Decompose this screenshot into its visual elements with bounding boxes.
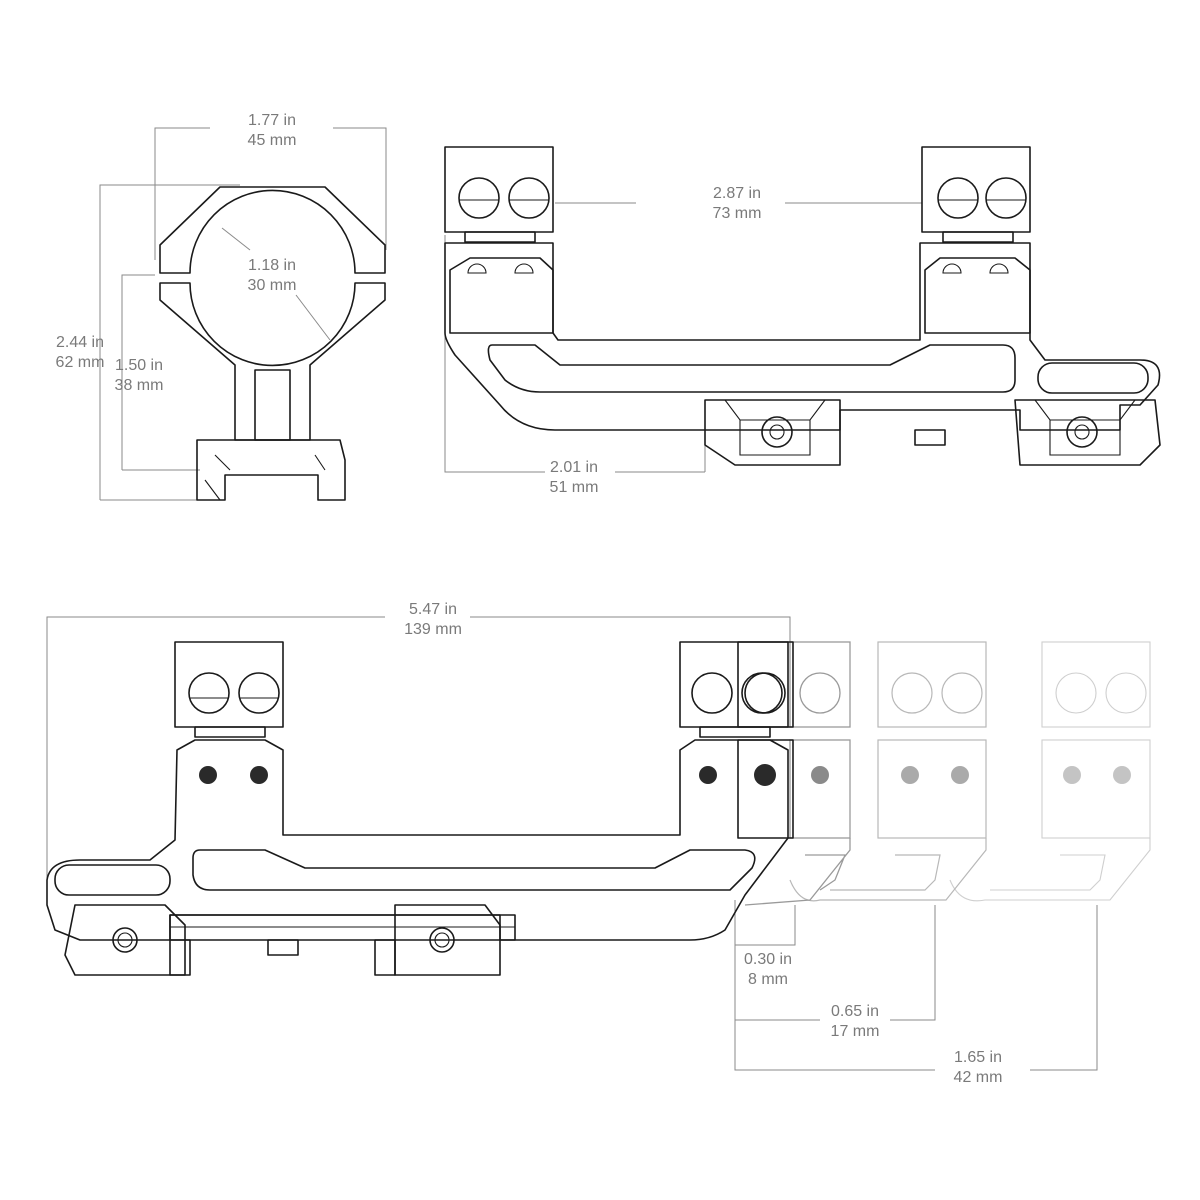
ring-spacing-in-label: 2.87 in [713,185,761,202]
overall-length-mm-label: 139 mm [404,621,462,638]
center-height-in-label: 1.50 in [115,357,163,374]
adj3-in-label: 1.65 in [954,1049,1002,1066]
overall-length-in-label: 5.47 in [409,601,457,618]
total-height-in-label: 2.44 in [56,334,104,351]
adj1-mm-label: 8 mm [748,971,788,988]
ring-width-mm-label: 45 mm [248,132,297,149]
side-view-mount [444,146,1161,473]
adj2-in-label: 0.65 in [831,1003,879,1020]
total-height-mm-label: 62 mm [56,354,105,371]
base-offset-mm-label: 51 mm [550,479,599,496]
center-height-mm-label: 38 mm [115,377,164,394]
ring-spacing-mm-label: 73 mm [713,205,762,222]
base-offset-in-label: 2.01 in [550,459,598,476]
ring-inner-in-label: 1.18 in [248,257,296,274]
ring-width-in-label: 1.77 in [248,112,296,129]
ring-inner-mm-label: 30 mm [248,277,297,294]
length-view-mount [46,616,1151,1071]
adj2-mm-label: 17 mm [831,1023,880,1040]
adj3-mm-label: 42 mm [954,1069,1003,1086]
adj1-in-label: 0.30 in [744,951,792,968]
front-view-ring [99,127,387,501]
